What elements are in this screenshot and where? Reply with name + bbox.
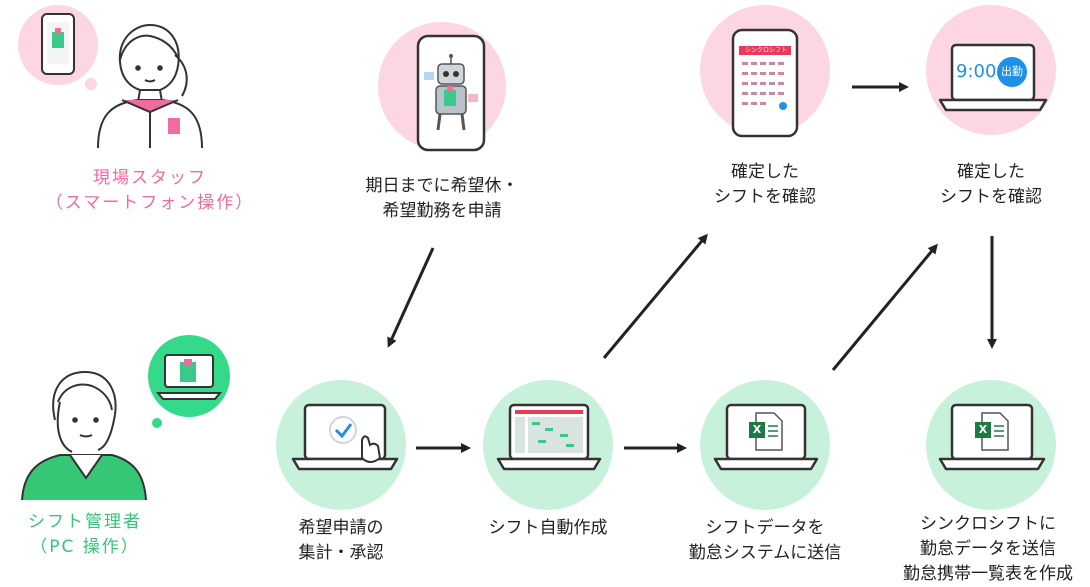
step-sync-line3: 勤怠携帯一覧表を作成 — [903, 564, 1073, 584]
laptop-icon — [155, 354, 223, 400]
manager-role-line2: （PC 操作） — [30, 537, 140, 557]
laptop-check-icon — [291, 403, 399, 471]
manager-person-icon — [21, 370, 147, 501]
step-approve-line1: 希望申請の — [298, 518, 384, 538]
step-confirm-pc-line1: 確定した — [957, 162, 1025, 182]
step-request-line1: 期日までに希望休・ — [365, 176, 519, 196]
step-confirm-phone-label: 確定した シフトを確認 — [680, 160, 850, 210]
clock-in-button: 出勤 — [1001, 65, 1023, 78]
laptop-clock-icon — [938, 43, 1048, 112]
step-confirm-phone-line1: 確定した — [731, 162, 799, 182]
step-approve-line2: 集計・承認 — [298, 543, 384, 563]
thought-dot — [152, 418, 162, 428]
step-sync-line1: シンクロシフトに — [920, 514, 1056, 534]
phone-calendar-icon — [731, 28, 799, 138]
step-send-line1: シフトデータを — [705, 518, 825, 538]
excel-badge: X — [752, 423, 762, 436]
manager-role-label: シフト管理者 （PC 操作） — [0, 510, 170, 560]
clock-time: 9:00 — [956, 61, 997, 82]
step-confirm-pc-line2: シフトを確認 — [940, 187, 1042, 207]
flow-arrows — [387, 82, 997, 453]
step-confirm-pc-label: 確定した シフトを確認 — [906, 160, 1076, 210]
staff-role-label: 現場スタッフ （スマートフォン操作） — [10, 166, 290, 216]
step-sync-line2: 勤怠データを送信 — [920, 539, 1056, 559]
step-auto-line1: シフト自動作成 — [488, 518, 608, 538]
step-send-label: シフトデータを 勤怠システムに送信 — [670, 516, 860, 566]
arrow-request-to-approve — [387, 247, 435, 348]
laptop-spreadsheet-icon — [496, 403, 602, 471]
laptop-excel-icon — [938, 403, 1046, 471]
step-sync-label: シンクロシフトに 勤怠データを送信 勤怠携帯一覧表を作成 — [888, 512, 1088, 587]
thought-dot — [85, 78, 97, 90]
arrow-send-to-confirm-pc — [831, 243, 938, 371]
step-request-line2: 希望勤務を申請 — [382, 201, 502, 221]
staff-person-icon — [97, 23, 203, 149]
step-approve-label: 希望申請の 集計・承認 — [266, 516, 416, 566]
phone-app-title: シンクロシフト — [744, 47, 787, 54]
excel-badge: X — [978, 423, 988, 436]
arrow-auto-to-confirm-phone — [602, 233, 708, 359]
phone-robot-icon — [416, 34, 486, 152]
smartphone-icon — [41, 13, 75, 75]
step-send-line2: 勤怠システムに送信 — [688, 543, 842, 563]
laptop-excel-icon — [713, 403, 819, 471]
manager-role-line1: シフト管理者 — [28, 512, 142, 532]
staff-role-line1: 現場スタッフ — [93, 168, 207, 188]
step-auto-label: シフト自動作成 — [473, 516, 623, 541]
step-request-label: 期日までに希望休・ 希望勤務を申請 — [352, 174, 532, 224]
staff-role-line2: （スマートフォン操作） — [45, 193, 255, 213]
step-confirm-phone-line2: シフトを確認 — [714, 187, 816, 207]
